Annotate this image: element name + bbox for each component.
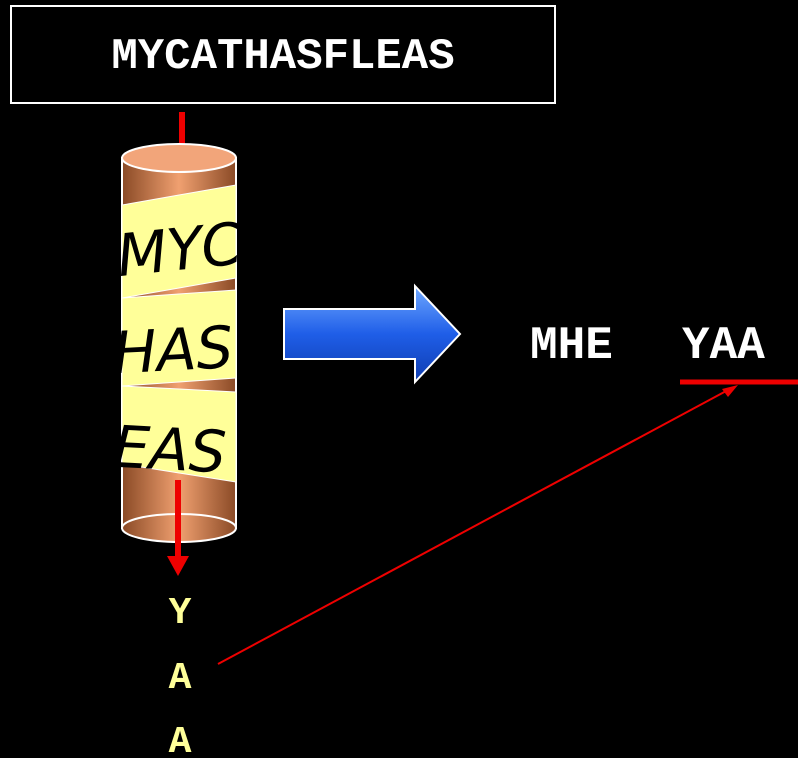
ciphertext-segment-2: YAA [682, 320, 765, 372]
connector-arrow [218, 385, 738, 664]
ciphertext-segment-1: MHE [530, 320, 613, 372]
plaintext-label: MYCATHASFLEAS [111, 32, 454, 82]
blue-arrow [284, 286, 460, 382]
output-letter-2: A [169, 657, 192, 700]
scytale-row-2: HAS [111, 313, 235, 387]
scytale-row-1: MYC [114, 209, 246, 290]
output-letter-3: A [169, 721, 192, 758]
output-column: Y A A [169, 592, 192, 758]
scytale-rows: MYC HAS EAS [111, 209, 245, 486]
scytale-row-3: EAS [111, 413, 228, 487]
output-letter-1: Y [169, 592, 192, 635]
